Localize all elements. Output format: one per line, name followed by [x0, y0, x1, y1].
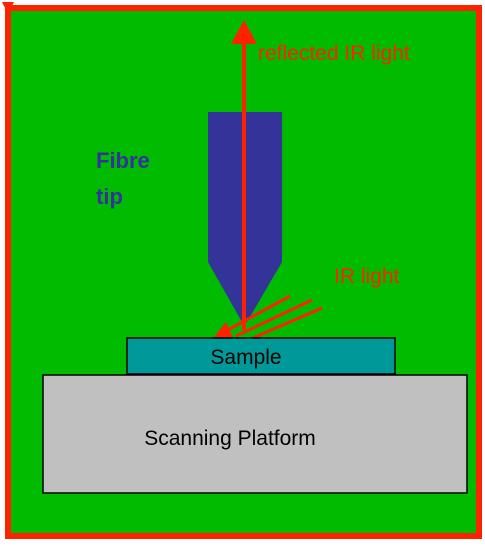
platform-label: Scanning Platform — [144, 427, 316, 450]
sample-block — [126, 337, 396, 375]
corner-arrow-icon — [2, 2, 14, 14]
sample-label: Sample — [210, 346, 281, 369]
ir-beam-2 — [235, 298, 313, 338]
ir-arrow-head-icon — [214, 322, 233, 338]
reflected-ir-label: reflected IR light — [258, 42, 410, 65]
ir-beam-3 — [245, 306, 323, 343]
fibre-label-line1: Fibre — [96, 148, 150, 173]
ir-light-label: IR light — [334, 265, 400, 288]
scanning-platform — [42, 374, 468, 494]
fibre-label-line2: tip — [96, 184, 123, 209]
incoming-ir-beams — [225, 294, 323, 343]
reflected-arrow-head-icon — [231, 20, 257, 44]
ir-beam-1 — [225, 294, 291, 333]
